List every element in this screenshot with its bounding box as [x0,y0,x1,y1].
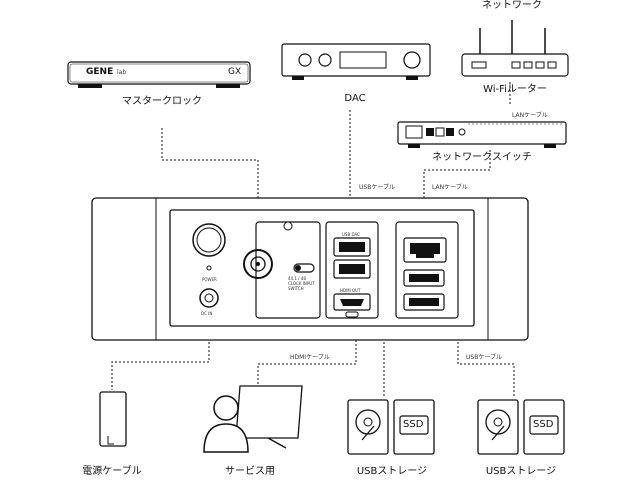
service-label: サービス用 [225,466,275,477]
dc-jack-icon [199,288,219,308]
usb-dac-port-icon [333,237,371,257]
dac-device [281,43,431,80]
wifi-router-device [461,20,569,77]
clock-indicator-icon [283,221,293,231]
power-panel-label: POWER [202,277,217,282]
user-icon [213,395,239,421]
power-cable-label: 電源ケーブル [82,466,142,477]
bnc-connector-icon [243,249,273,279]
hdd-icon [477,399,519,455]
network-switch-device [397,121,567,148]
usb-cable-bottom-label: USBケーブル [466,354,502,361]
master-clock-model: GX [228,67,242,77]
master-clock-brand: GENE [86,67,114,77]
dac-knob-mid-icon [318,53,332,67]
ssd-2-label: SSD [533,419,554,430]
ssd-1-label: SSD [403,419,424,430]
service-device [203,385,303,453]
hdmi-port-icon [333,293,371,311]
power-cable-device [99,391,127,447]
master-clock-label: マスタークロック [122,96,202,107]
lan-cable-label: LANケーブル [432,184,468,191]
master-clock-brand-suffix: lab [117,69,127,76]
usb-storage-2-label: USBストレージ [485,466,557,477]
usb-port-icon [333,259,371,279]
hdmi-cable-label: HDMIケーブル [290,354,330,361]
usb-cable-label: USBケーブル [359,184,395,191]
lan-port-icon [403,237,447,263]
clock-switch-icon [293,263,315,273]
player-chassis [91,197,529,341]
dac-label: DAC [344,93,366,104]
usb-storage-2-device [477,399,565,455]
switch-lan-cable [423,150,491,236]
usb-dac-panel-label: USB DAC [342,232,360,237]
usb-storage-1-label: USBストレージ [356,466,428,477]
ssd-icon [393,399,435,455]
usb3-port-lower-icon [403,293,445,311]
ssd-icon [523,399,565,455]
usb3-port-upper-icon [403,269,445,287]
network-label: ネットワーク [482,0,542,11]
clock-cable [161,128,259,262]
usb-storage-1-device [347,399,435,455]
power-button-icon [192,223,226,257]
dac-volume-icon [403,51,421,69]
hdmi-panel-label: HDMI OUT [340,288,361,293]
hdd-icon [347,399,389,455]
master-clock-device [67,61,251,88]
wifi-router-label: Wi-Fiルーター [483,84,547,95]
lan-cable-top-label: LANケーブル [512,112,548,119]
dc-in-panel-label: DC IN [201,311,213,316]
dac-knob-left-icon [298,53,312,67]
network-switch-label: ネットワークスイッチ [432,152,532,163]
clock-switch-panel-label: 44.1 / 48 CLOCK INPUT SWITCH [288,276,315,291]
